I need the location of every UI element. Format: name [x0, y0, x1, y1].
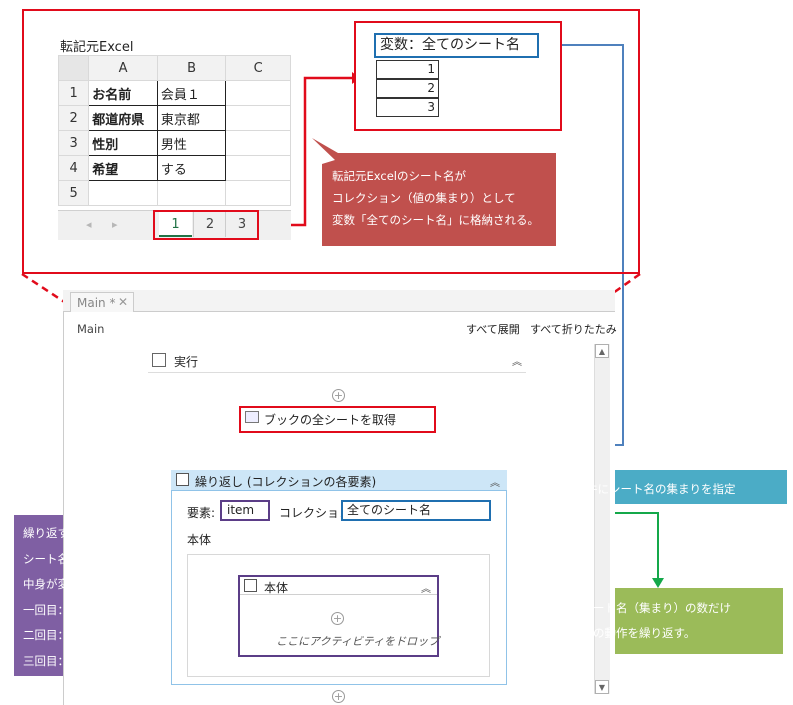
- table-row: 5: [57, 180, 291, 206]
- callout-purple-line-6: 三回目：3: [23, 653, 77, 668]
- sequence-icon: [244, 579, 257, 592]
- cell-c3[interactable]: [225, 130, 291, 156]
- row-header[interactable]: 3: [57, 130, 90, 156]
- tab-main[interactable]: Main *: [70, 292, 134, 312]
- variable-value-3: 3: [376, 98, 439, 117]
- scroll-down-icon[interactable]: ▼: [595, 680, 609, 694]
- excel-title: 転記元Excel: [60, 40, 134, 55]
- select-all-corner[interactable]: [57, 55, 90, 81]
- sequence-label: 実行: [174, 355, 199, 369]
- cell-a2[interactable]: 都道府県: [88, 105, 158, 131]
- row-header[interactable]: 1: [57, 80, 90, 106]
- callout-purple-text: 繰り返すたびに シート名（集まり）の順に 中身が変わる。 一回目：1 二回目：2…: [23, 521, 183, 674]
- callout-purple-line-4: 一回目：1: [23, 602, 77, 617]
- collection-label: コレクション:: [279, 506, 356, 520]
- callout-purple-line-5: 二回目：2: [23, 628, 77, 642]
- get-all-sheets-activity[interactable]: [239, 406, 436, 433]
- sequence-icon: [152, 353, 166, 367]
- row-header[interactable]: 5: [57, 180, 90, 206]
- row-header[interactable]: 2: [57, 105, 90, 131]
- item-input[interactable]: item: [220, 500, 270, 521]
- chevron-up-icon[interactable]: ︽: [490, 478, 500, 489]
- cell-b1[interactable]: 会員１: [156, 80, 227, 106]
- cell-b2[interactable]: 東京都: [156, 105, 227, 131]
- column-header-c[interactable]: C: [225, 55, 291, 81]
- sequence-header[interactable]: [148, 351, 526, 373]
- callout-red-text: 転記元Excelのシート名が コレクション（値の集まり）として 変数「全てのシー…: [332, 165, 557, 231]
- table-row: 4 希望 する: [57, 155, 291, 181]
- cell-c1[interactable]: [225, 80, 291, 106]
- body-sequence-header[interactable]: [240, 577, 437, 595]
- cell-b3[interactable]: 男性: [156, 130, 227, 156]
- cell-a5[interactable]: [88, 180, 158, 206]
- callout-blue-text: 繰り返しの条件にシート名の集まりを指定: [517, 482, 736, 496]
- column-header-b[interactable]: B: [156, 55, 227, 81]
- callout-green-line-2: 「本体」の動作を繰り返す。: [547, 626, 696, 640]
- callout-red-line-1: 転記元Excelのシート名が: [332, 169, 466, 183]
- cell-c4[interactable]: [225, 155, 291, 181]
- green-connector-arrowhead: [652, 578, 664, 588]
- variable-value-1: 1: [376, 60, 439, 79]
- foreach-label: 繰り返し (コレクションの各要素): [195, 475, 377, 489]
- collection-input[interactable]: 全てのシート名: [341, 500, 491, 521]
- loop-icon: [176, 473, 189, 486]
- sheet-table: A B C 1 お名前 会員１ 2 都道府県 東京都 3 性別 男性 4 希望 …: [57, 55, 291, 206]
- cell-c2[interactable]: [225, 105, 291, 131]
- drop-activity-hint: ここにアクティビティをドロップ: [276, 635, 440, 648]
- workbook-icon: [245, 411, 259, 423]
- add-activity-icon[interactable]: +: [331, 612, 344, 625]
- cell-c5[interactable]: [225, 180, 291, 206]
- add-activity-icon[interactable]: +: [332, 389, 345, 402]
- variable-name: 変数：全てのシート名: [374, 33, 539, 58]
- sheet-tab-3[interactable]: 3: [225, 212, 258, 237]
- variable-value-2: 2: [376, 79, 439, 98]
- designer-tab-bar: [63, 290, 615, 312]
- callout-green-line-1: 全てのシート名（集まり）の数だけ: [547, 601, 731, 615]
- callout-green-text: 全てのシート名（集まり）の数だけ 「本体」の動作を繰り返す。: [547, 596, 777, 646]
- table-row: 2 都道府県 東京都: [57, 105, 291, 131]
- chevron-up-icon[interactable]: ︽: [512, 357, 522, 368]
- item-label: 要素:: [187, 506, 216, 520]
- column-header-a[interactable]: A: [88, 55, 158, 81]
- sheet-tab-2[interactable]: 2: [193, 212, 226, 237]
- breadcrumb[interactable]: Main: [77, 322, 105, 336]
- sheet-nav-prev-icon[interactable]: ◂: [86, 218, 92, 231]
- table-row: 1 お名前 会員１: [57, 80, 291, 106]
- callout-red-shape: [312, 138, 556, 246]
- sheet-tab-1[interactable]: 1: [159, 212, 192, 237]
- sheet-nav-next-icon[interactable]: ▸: [112, 218, 118, 231]
- callout-purple-line-3: 中身が変わる。: [23, 577, 104, 591]
- row-header[interactable]: 4: [57, 155, 90, 181]
- get-all-sheets-label: ブックの全シートを取得: [264, 413, 397, 427]
- cell-b4[interactable]: する: [156, 155, 227, 181]
- callout-red-line-2: コレクション（値の集まり）として: [332, 191, 516, 205]
- expand-all-button[interactable]: すべて展開: [466, 323, 520, 336]
- vertical-scrollbar[interactable]: ▲ ▼: [594, 344, 610, 694]
- callout-purple-line-2: シート名（集まり）の順に: [23, 551, 161, 566]
- cell-a3[interactable]: 性別: [88, 130, 158, 156]
- cell-a4[interactable]: 希望: [88, 155, 158, 181]
- table-row: 3 性別 男性: [57, 130, 291, 156]
- foreach-header[interactable]: [171, 470, 507, 491]
- body-caption: 本体: [187, 533, 212, 547]
- sheet-tabs-highlight: 1 2 3: [153, 210, 259, 240]
- add-activity-icon[interactable]: +: [332, 690, 345, 703]
- callout-purple-line-1: 繰り返すたびに: [23, 526, 104, 540]
- close-icon[interactable]: ✕: [118, 295, 129, 309]
- excel-explanation-frame: [22, 9, 640, 274]
- collapse-all-button[interactable]: すべて折りたたみ: [530, 323, 617, 336]
- cell-a1[interactable]: お名前: [88, 80, 158, 106]
- body-sequence-label: 本体: [264, 581, 289, 595]
- chevron-up-icon[interactable]: ︽: [421, 584, 431, 595]
- callout-red-line-3: 変数「全てのシート名」に格納される。: [332, 213, 539, 227]
- scroll-up-icon[interactable]: ▲: [595, 344, 609, 358]
- cell-b5[interactable]: [156, 180, 227, 206]
